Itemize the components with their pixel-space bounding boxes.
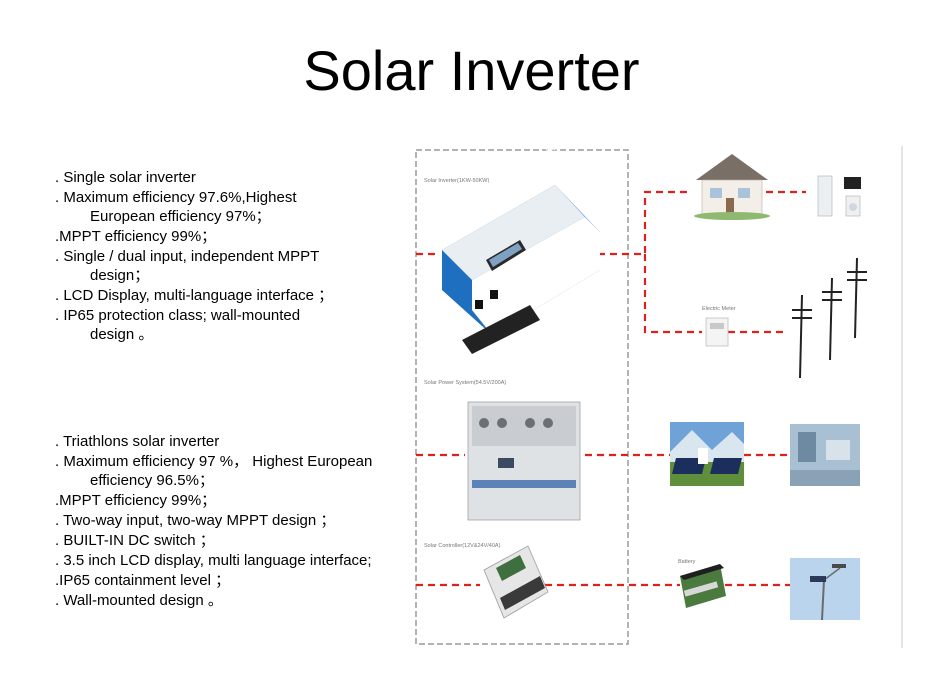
single-inverter-list: . Single solar inverter . Maximum efficie… <box>55 168 333 345</box>
inverter-brand-text: VAPEL <box>545 140 569 155</box>
server-room-photo <box>790 424 860 486</box>
spec-item-continuation: European efficiency 97%； <box>90 208 271 225</box>
spec-item-text: . BUILT-IN DC switch ； <box>55 532 215 549</box>
system-diagram: VAPEL <box>380 140 915 652</box>
spec-item-text: . Single / dual input, independent MPPT <box>55 248 320 265</box>
utility-poles-illustration <box>792 257 867 379</box>
slide-title: Solar Inverter <box>303 39 640 102</box>
spec-item-text: .MPPT efficiency 99%； <box>55 492 217 509</box>
spec-item-text: . LCD Display, multi-language interface … <box>55 287 334 304</box>
spec-item: . BUILT-IN DC switch ； <box>55 531 372 550</box>
spec-item-text: . Triathlons solar inverter <box>55 433 220 450</box>
link-inverter-house <box>598 190 692 256</box>
spec-item-continuation: efficiency 96.5%； <box>90 472 214 489</box>
link-inverter-meter <box>643 254 702 334</box>
spec-item: .IP65 containment level ； <box>55 571 372 590</box>
electric-meter-caption: Electric Meter <box>702 306 736 312</box>
house-illustration <box>694 154 770 220</box>
link-lines <box>416 190 806 587</box>
street-light-photo <box>790 558 860 621</box>
spec-item: . Triathlons solar inverter <box>55 432 372 451</box>
spec-item-text: .MPPT efficiency 99%； <box>55 228 217 245</box>
spec-item: .MPPT efficiency 99%； <box>55 227 333 246</box>
spec-item-text: . Maximum efficiency 97.6%,Highest <box>55 189 297 206</box>
solar-panels-photo <box>670 422 744 486</box>
appliances-illustration <box>817 175 861 217</box>
battery-caption: Battery <box>678 559 696 565</box>
spec-item: . Maximum efficiency 97 %， Highest Europ… <box>55 452 372 490</box>
solar-controller-device <box>483 545 549 619</box>
spec-item: . Single solar inverter <box>55 168 333 187</box>
solar-inverter-caption: Solar Inverter(1KW-50KW) <box>424 178 490 184</box>
controller-caption: Solar Controller(12V&24V/40A) <box>424 543 501 549</box>
spec-item: . LCD Display, multi-language interface … <box>55 286 333 305</box>
triathlons-inverter-list: . Triathlons solar inverter . Maximum eff… <box>55 432 372 611</box>
spec-item: . IP65 protection class; wall-mounted des… <box>55 306 333 344</box>
spec-item: . Two-way input, two-way MPPT design ； <box>55 511 372 530</box>
solar-inverter-device <box>442 185 600 354</box>
spec-item-text: .IP65 containment level ； <box>55 572 231 589</box>
spec-item-text: . Two-way input, two-way MPPT design ； <box>55 512 336 529</box>
inverter-group-frame <box>415 149 629 645</box>
spec-item: . 3.5 inch LCD display, multi language i… <box>55 551 372 570</box>
electric-meter-device <box>705 317 729 347</box>
battery-device <box>680 564 726 608</box>
spec-item: . Single / dual input, independent MPPT d… <box>55 247 333 285</box>
spec-item-continuation: design 。 <box>90 326 154 343</box>
spec-item-text: . Single solar inverter <box>55 169 196 186</box>
spec-item-text: . Wall-mounted design 。 <box>55 592 223 609</box>
spec-item: . Wall-mounted design 。 <box>55 591 372 610</box>
power-system-cabinet <box>467 401 581 521</box>
system-diagram-graphic: VAPEL <box>415 140 903 648</box>
spec-item-continuation: design； <box>90 267 150 284</box>
spec-item: .MPPT efficiency 99%； <box>55 491 372 510</box>
spec-item-text: . IP65 protection class; wall-mounted <box>55 307 301 324</box>
spec-item-text: . Maximum efficiency 97 %， Highest Europ… <box>55 453 373 470</box>
power-system-caption: Solar Power System(54.5V/200A) <box>424 380 507 386</box>
spec-item-text: . 3.5 inch LCD display, multi language i… <box>55 552 372 569</box>
